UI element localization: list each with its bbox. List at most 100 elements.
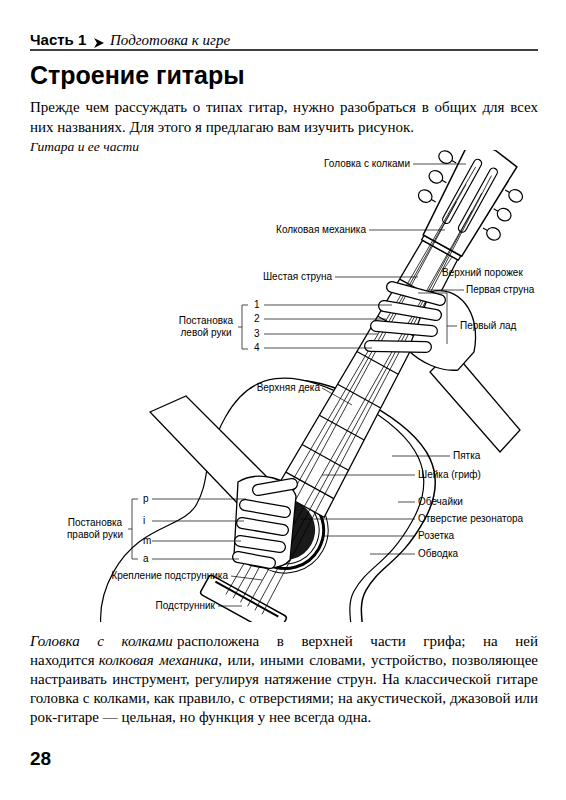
string (236, 202, 461, 603)
leader-line (322, 475, 415, 476)
finger (245, 505, 285, 512)
chapter-label: Часть 1 (30, 31, 86, 49)
finger (240, 541, 280, 547)
peg-button (416, 187, 434, 204)
leader-line (413, 164, 466, 165)
left-fingers (370, 287, 440, 347)
finger-letter: a (143, 553, 149, 565)
finger-outline (392, 287, 440, 300)
finger-number: 4 (254, 342, 260, 354)
finger-outline (376, 326, 432, 331)
finger-outline (240, 541, 280, 547)
part-name: Шестая струна (263, 271, 332, 283)
part-name: Обводка (418, 548, 458, 560)
chapter-title: Подготовка к игре (110, 31, 230, 49)
finger (392, 287, 440, 300)
finger-number: 3 (254, 328, 260, 340)
finger (384, 306, 436, 315)
part-name: Колковая механика (276, 224, 366, 236)
leader-line (392, 456, 450, 457)
bracket (242, 305, 248, 349)
part-name: Головка с колками (324, 158, 410, 170)
part-name: Розетка (418, 530, 454, 542)
leader-line (152, 559, 239, 560)
leader-line (152, 521, 244, 522)
page-title: Строение гитары (30, 60, 245, 90)
leader-line (218, 606, 242, 607)
finger (370, 346, 426, 347)
leader-line (370, 554, 415, 555)
finger-outline (245, 505, 285, 512)
leader-line (231, 576, 262, 580)
guitar-figure (67, 150, 566, 622)
leader-line (322, 536, 415, 537)
bracket (418, 293, 447, 344)
finger-outline (384, 306, 436, 315)
part-name: Обечайки (418, 496, 463, 508)
finger-letter: p (143, 493, 149, 505)
leader-line (264, 334, 378, 335)
part-name: Верхний порожек (442, 267, 523, 279)
fret (319, 415, 364, 440)
bracket-tick (128, 529, 132, 530)
bridge (200, 574, 288, 622)
right-fingers (238, 484, 292, 563)
peg-button (437, 150, 455, 166)
right-hand (150, 396, 296, 568)
peg-button (495, 206, 513, 223)
guitar (67, 150, 566, 622)
left-hand (370, 287, 520, 452)
part-name: Отверстие резонатора (418, 513, 523, 525)
leader-line (152, 499, 246, 500)
finger-outline (242, 523, 283, 530)
leader-line (322, 388, 352, 405)
right-palm (234, 476, 296, 568)
part-name: Пятка (453, 450, 480, 462)
leader-line (264, 319, 386, 320)
peg-button (427, 168, 445, 185)
leader-line (369, 230, 445, 231)
peg-button (507, 187, 525, 204)
headstock (419, 150, 519, 259)
finger-letter: i (143, 515, 145, 527)
fret (357, 351, 398, 374)
leader-line (264, 348, 372, 349)
figure-caption: Гитара и ее части (30, 139, 139, 155)
header-rule (30, 49, 538, 51)
page-number: 28 (30, 748, 51, 770)
header-arrow (94, 38, 104, 48)
italic-term: колковая механика (99, 652, 218, 668)
leader-line (398, 502, 415, 503)
finger (376, 326, 432, 331)
leader-line (152, 541, 241, 542)
body-paragraph: Головка с колкамирасположена в верхней ч… (30, 632, 538, 727)
part-name: Верхняя дека (257, 382, 320, 394)
bracket (132, 499, 138, 559)
italic-term: Головка с колками (30, 633, 173, 649)
leader-line (264, 305, 392, 306)
finger-outline (238, 557, 270, 563)
finger (238, 557, 270, 563)
finger-outline (370, 346, 426, 347)
part-name: Подструнник (156, 600, 215, 612)
thumb (258, 484, 292, 490)
intro-paragraph: Прежде чем рассуждать о типах гитар, нуж… (30, 97, 538, 137)
saddle (215, 582, 278, 617)
finger-outline (258, 484, 292, 490)
group-label: Постановка левой руки (174, 315, 238, 339)
bracket-tick (447, 326, 457, 327)
leader-line (428, 290, 464, 291)
finger (242, 523, 283, 530)
guitar-top (67, 341, 468, 622)
part-name: Первый лад (460, 320, 516, 332)
leader-line (300, 519, 415, 520)
part-name: Первая струна (466, 284, 534, 296)
fret (302, 445, 348, 471)
leader-lines (128, 164, 466, 606)
guitar-top-outline (67, 341, 468, 622)
part-name: Крепление подструнника (111, 570, 228, 582)
peg-button (484, 225, 502, 242)
group-label: Постановка правой руки (62, 517, 128, 541)
fret (338, 384, 381, 408)
